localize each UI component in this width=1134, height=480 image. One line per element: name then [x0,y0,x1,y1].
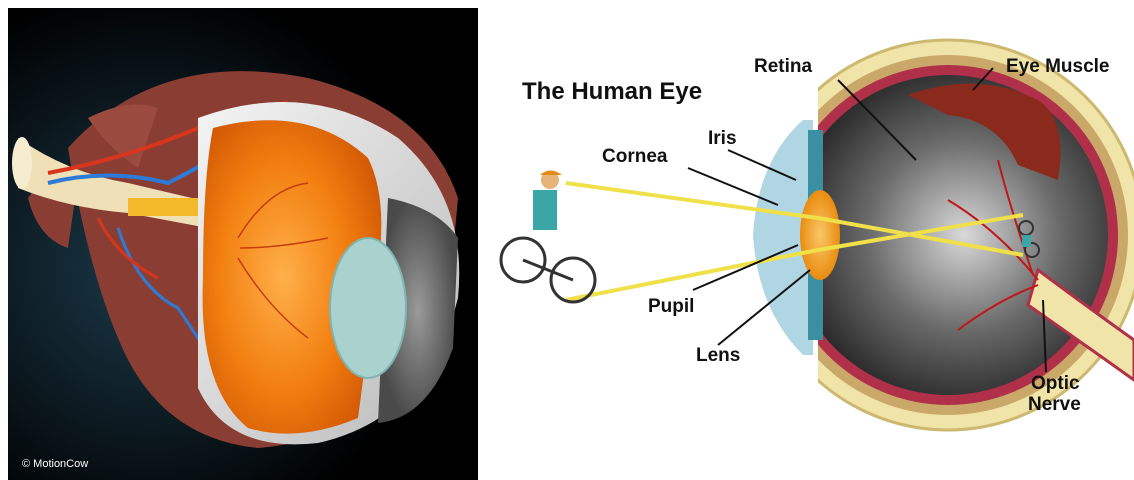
label-optic: Optic [1031,373,1080,395]
image-credit: © MotionCow [22,458,88,470]
label-iris: Iris [708,128,737,150]
diagram-title: The Human Eye [522,78,702,106]
lens [330,238,406,378]
eye-cutaway-panel: © MotionCow [0,0,478,480]
label-eye-muscle: Eye Muscle [1006,56,1110,78]
eye-cutaway-illustration [8,8,478,480]
optic-nerve-end [12,137,32,189]
label-pupil: Pupil [648,296,694,318]
human-eye-diagram: The Human Eye Retina Eye Muscle Iris Cor… [478,0,1134,480]
optic-nerve-core [128,198,208,216]
label-cornea: Cornea [602,146,667,168]
label-lens: Lens [696,345,740,367]
lens [800,190,840,280]
label-nerve: Nerve [1028,394,1081,416]
label-retina: Retina [754,56,812,78]
eye-cutaway-background: © MotionCow [8,8,478,480]
cyclist [501,171,595,303]
